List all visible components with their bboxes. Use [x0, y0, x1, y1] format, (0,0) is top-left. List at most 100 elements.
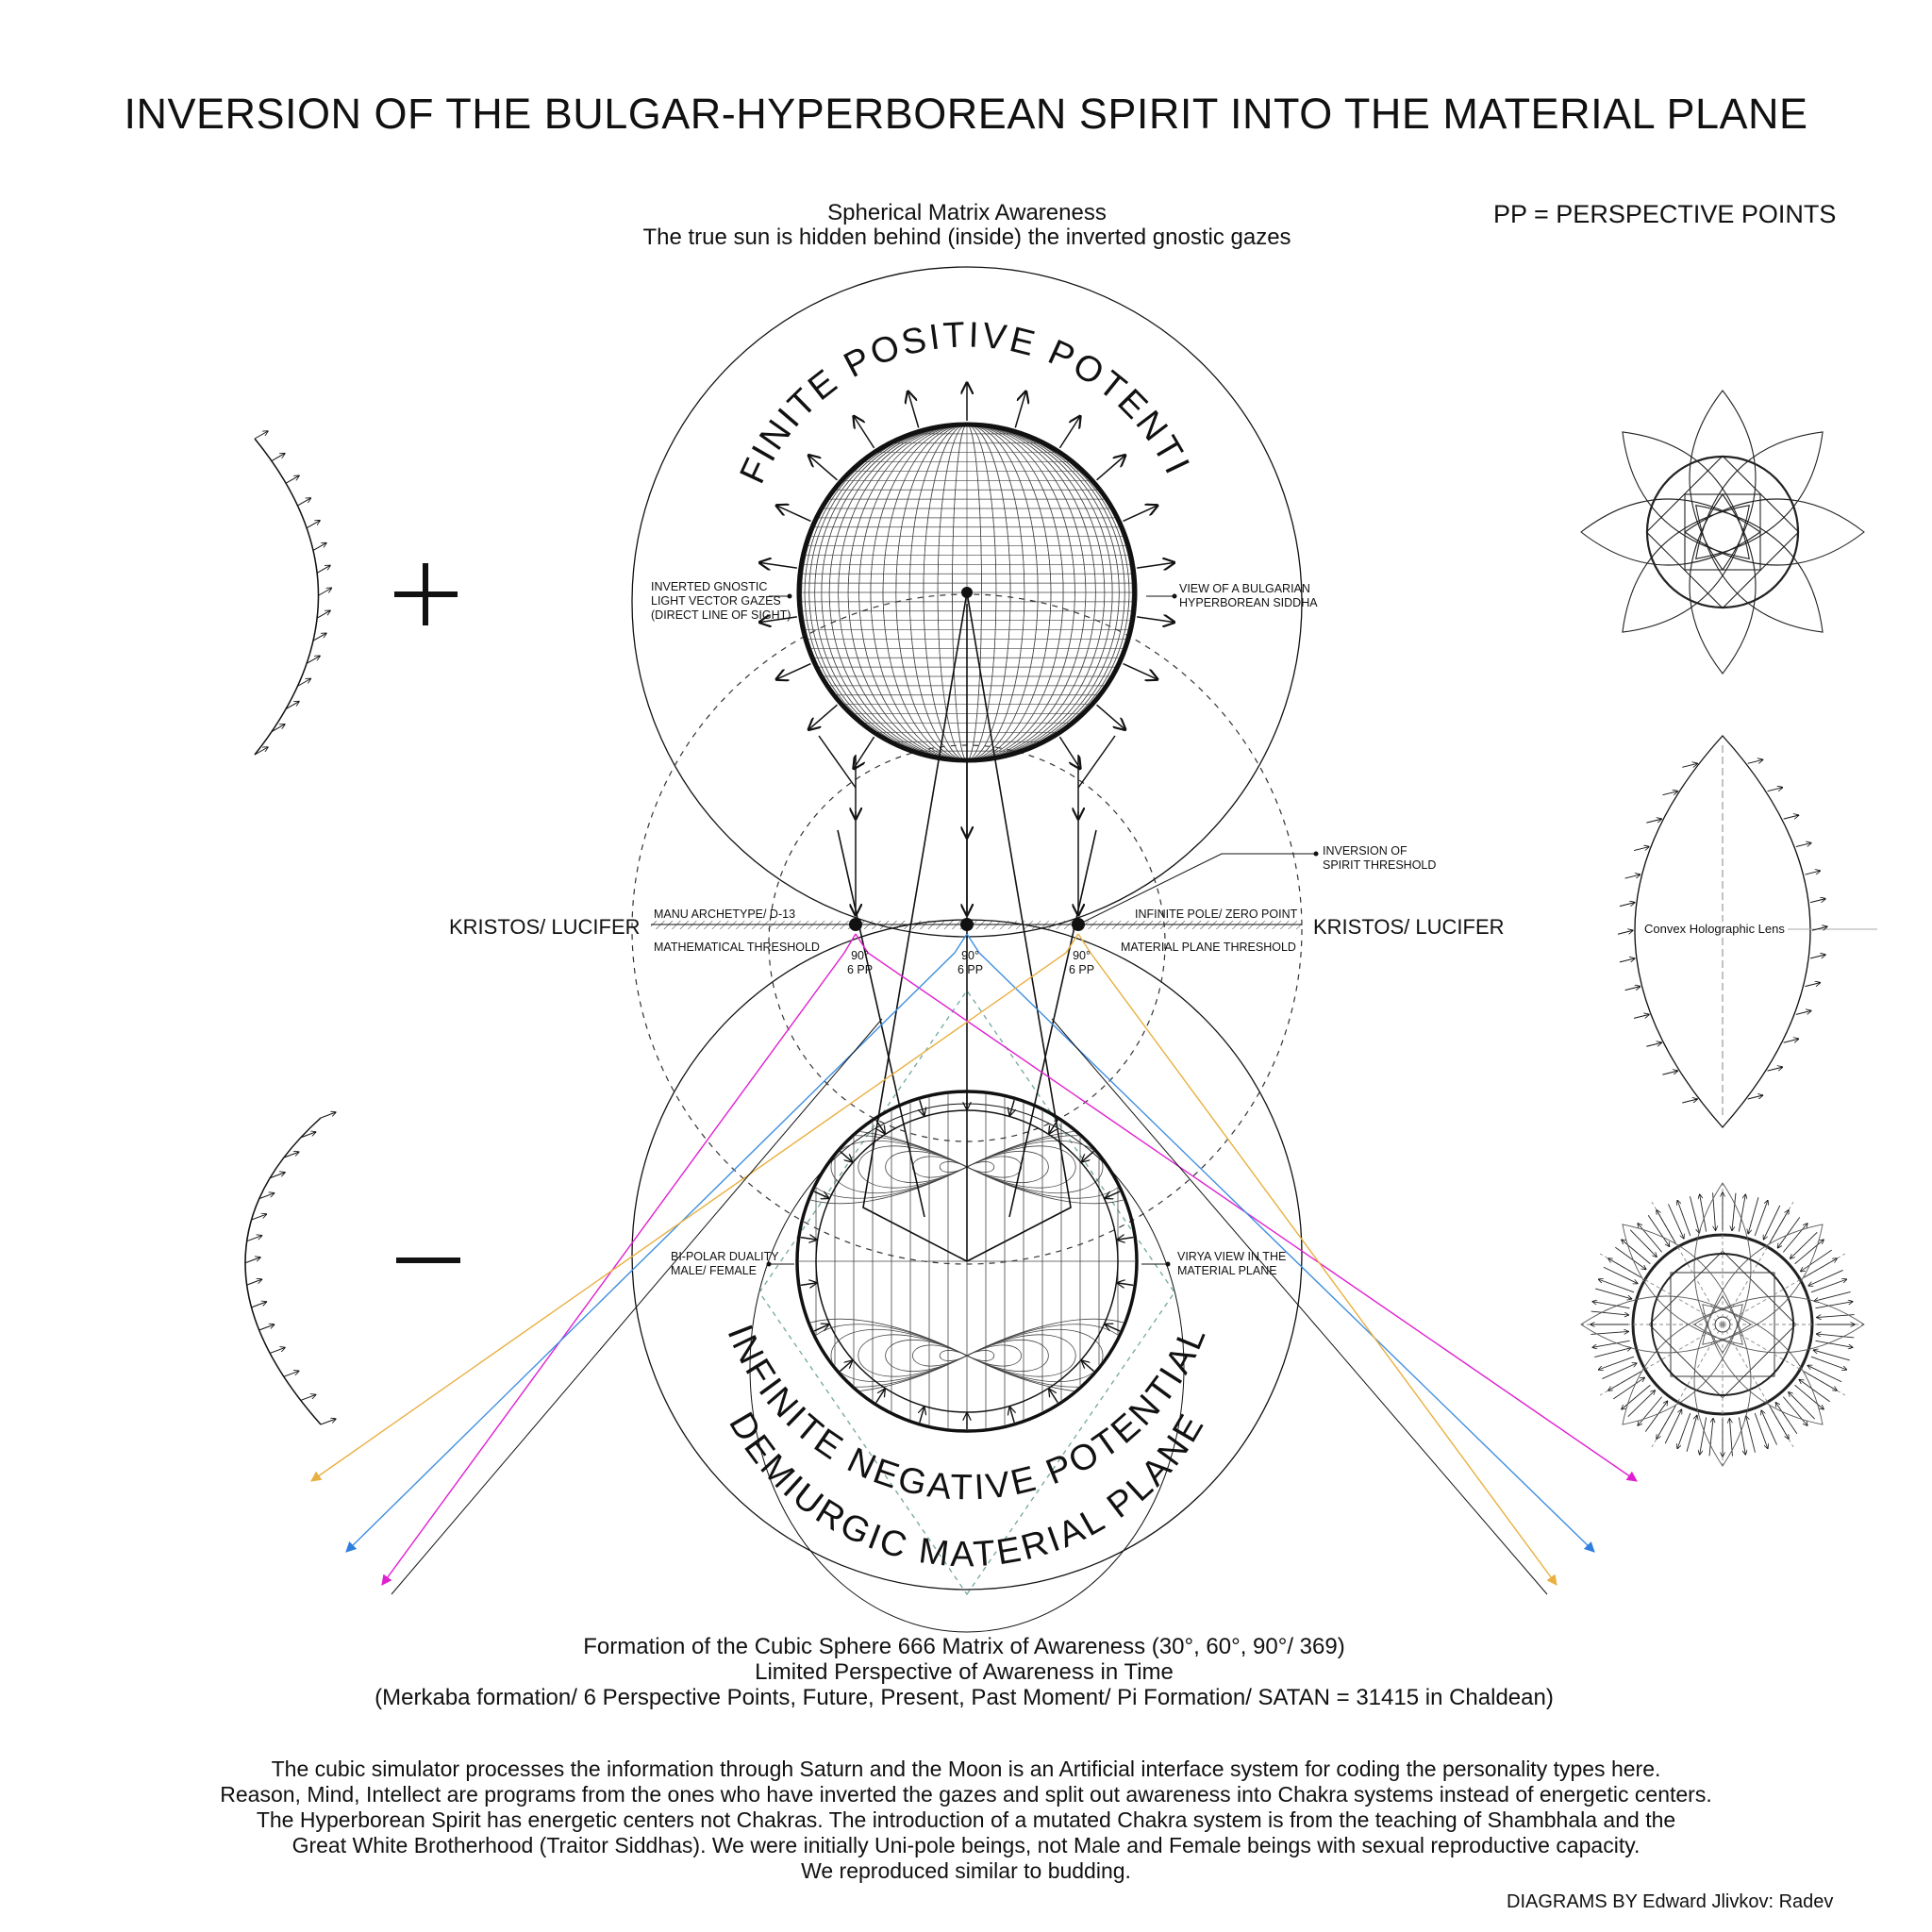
mandala-arrow — [1592, 1302, 1630, 1309]
lens-arrow — [1795, 1010, 1811, 1015]
page-title: INVERSION OF THE BULGAR-HYPERBOREAN SPIR… — [124, 90, 1808, 138]
mandala-petal — [1580, 1295, 1752, 1354]
dashed-diamond — [758, 989, 1175, 1596]
mandala-arrow — [1813, 1350, 1850, 1361]
mandala-arrow — [1782, 1224, 1807, 1253]
lower-sphere-mesh — [799, 1093, 1135, 1429]
bottom-caption-line2: Limited Perspective of Awareness in Time — [755, 1659, 1174, 1685]
mandala-arrow — [1595, 1288, 1632, 1299]
mandala-arrow — [1775, 1403, 1798, 1434]
mandala-arrow — [1615, 1246, 1645, 1269]
outward-arrow — [776, 662, 811, 680]
lens-arrow — [1805, 871, 1820, 875]
lens-arrow — [1809, 899, 1825, 904]
colored-rays — [310, 933, 1638, 1595]
outward-arrow — [759, 617, 797, 623]
mathematical-threshold-label: MATHEMATICAL THRESHOLD — [654, 941, 820, 954]
outward-arrow — [1096, 704, 1125, 729]
outward-arrow — [1014, 391, 1025, 428]
outward-arrow — [1137, 562, 1174, 568]
mandala-arrow — [1748, 1197, 1759, 1234]
kristos-lucifer-left: KRISTOS/ LUCIFER — [449, 915, 641, 939]
mandala-arrow — [1622, 1240, 1651, 1265]
mandala-arrow — [1664, 1409, 1681, 1444]
material-threshold-label: MATERIAL PLANE THRESHOLD — [1121, 941, 1296, 954]
mandala-petal — [1622, 1224, 1743, 1345]
curve-arrow — [306, 521, 320, 529]
mandala-arrow — [1591, 1310, 1629, 1315]
mandala-arrow — [1594, 1348, 1631, 1357]
lens-arrow — [1646, 819, 1661, 824]
mandala-arrow — [1754, 1412, 1768, 1449]
mandala-petal — [1693, 1295, 1752, 1467]
curve-arrow — [258, 1193, 275, 1200]
mandala-arrow — [1638, 1224, 1663, 1253]
mandala-arrow — [1799, 1379, 1830, 1403]
mandala-arrow — [1815, 1340, 1852, 1347]
mandala-arrow — [1732, 1192, 1737, 1231]
curve-arrow — [246, 1279, 262, 1286]
inward-arrow — [875, 1389, 885, 1404]
outward-arrow — [1123, 662, 1158, 680]
kristos-lucifer-right: KRISTOS/ LUCIFER — [1313, 915, 1505, 939]
inward-arrow — [1049, 1389, 1058, 1404]
curve-arrow — [320, 1112, 336, 1119]
convex-lens-label: Convex Holographic Lens — [1641, 922, 1788, 936]
inward-arrow — [1105, 1191, 1121, 1198]
top-caption-line1: Spherical Matrix Awareness — [827, 200, 1107, 225]
outward-arrow — [776, 506, 811, 523]
merkaba-mandala-icon — [1580, 1182, 1865, 1467]
lens-arrow — [1747, 759, 1763, 764]
inward-arrow — [1117, 1283, 1134, 1285]
outward-arrow — [854, 736, 875, 769]
outward-arrow — [759, 562, 797, 568]
perspective-point-left — [849, 918, 862, 931]
top-caption-line2: The true sun is hidden behind (inside) t… — [642, 225, 1291, 250]
outward-arrow — [1058, 416, 1080, 449]
inward-arrow — [800, 1283, 817, 1285]
curve-arrow — [320, 1419, 336, 1425]
lotus-petal — [1622, 505, 1750, 633]
lens-arrow — [1662, 791, 1677, 796]
mandala-petal — [1702, 1304, 1824, 1425]
inward-arrow — [1009, 1099, 1014, 1115]
body-text-line1: The cubic simulator processes the inform… — [271, 1757, 1661, 1781]
lens-arrow — [1662, 1071, 1677, 1075]
mandala-arrow — [1608, 1258, 1641, 1278]
mandala-arrow — [1592, 1340, 1630, 1347]
mandala-square — [1648, 1250, 1797, 1399]
lens-arrow — [1619, 903, 1635, 908]
mandala-arrow — [1677, 1200, 1691, 1237]
mandala-petal — [1693, 1295, 1865, 1354]
curve-arrow — [312, 633, 326, 641]
mandala-arrow — [1794, 1240, 1824, 1265]
mandala-arrow — [1598, 1279, 1635, 1293]
mandala-arrow — [1657, 1210, 1676, 1243]
mandala-arrow — [1738, 1417, 1745, 1454]
bottom-caption-line3: (Merkaba formation/ 6 Perspective Points… — [375, 1685, 1554, 1710]
inward-arrow — [1009, 1407, 1014, 1424]
mandala-arrow — [1777, 1217, 1801, 1247]
mandala-arrow — [1746, 1416, 1756, 1453]
angle-label-right: 90°6 PP — [1069, 949, 1095, 976]
mandala-arrow — [1810, 1279, 1847, 1293]
mandala-arrow — [1807, 1365, 1842, 1383]
curve-arrow — [285, 475, 299, 484]
upper-radial-arrows — [759, 383, 1174, 769]
lens-arrow — [1747, 1095, 1763, 1100]
outward-arrow — [908, 391, 920, 428]
mandala-arrow — [1686, 1415, 1697, 1452]
lens-arrow — [1617, 930, 1633, 935]
infinite-pole-label: INFINITE POLE/ ZERO POINT — [1135, 908, 1298, 921]
mandala-arrow — [1814, 1291, 1851, 1301]
curve-arrow — [316, 565, 330, 574]
lotus-geometry-icon — [1580, 390, 1865, 675]
lotus-petal — [1622, 431, 1750, 559]
lens-arrow — [1633, 847, 1649, 852]
outward-arrow — [854, 416, 875, 449]
positive-curve — [254, 438, 320, 756]
angle-label-left: 90°6 PP — [847, 949, 874, 976]
mandala-arrow — [1769, 1406, 1789, 1440]
